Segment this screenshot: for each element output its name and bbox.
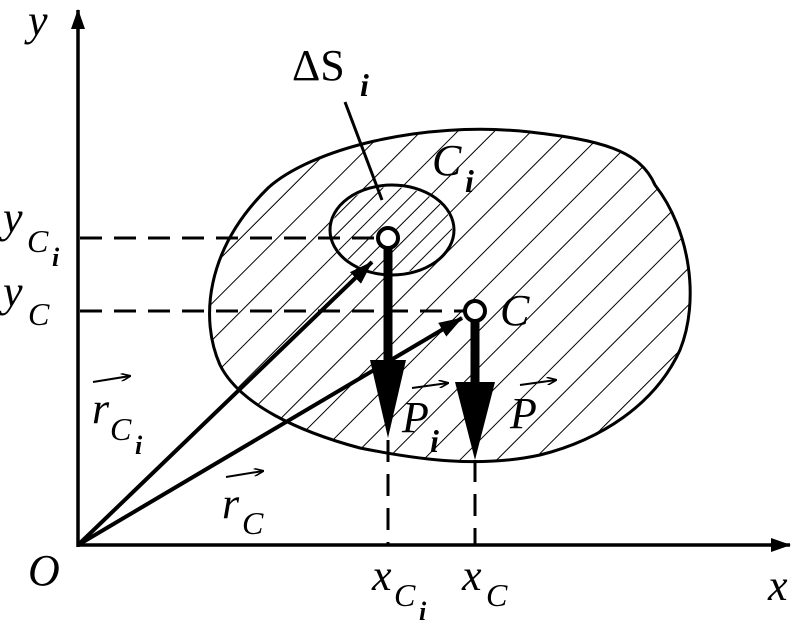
rc-label-sub: C	[242, 505, 264, 541]
p-label: P	[509, 389, 537, 438]
rci-label-sub: C	[110, 411, 132, 447]
rci-label-subsub: i	[135, 431, 143, 460]
r-ci-vector	[76, 260, 374, 547]
r-c-vector	[76, 316, 464, 547]
element-centroid-point	[376, 226, 400, 250]
xci-label: x	[371, 551, 392, 600]
pi-label: P	[401, 393, 429, 442]
xci-label-sub: C	[394, 577, 416, 613]
origin-label: O	[28, 546, 60, 595]
rci-overarrow	[92, 376, 130, 383]
centroid-point	[463, 299, 487, 323]
p-i-arrowhead	[370, 360, 406, 438]
element-label: ΔS	[292, 41, 345, 90]
projection-lines	[80, 236, 477, 545]
p-overarrow	[519, 380, 556, 386]
element-label-sub: i	[360, 67, 369, 103]
xc-label: x	[461, 551, 482, 600]
element-center-label-sub: i	[465, 163, 474, 199]
yci-label-subsub: i	[52, 243, 60, 272]
y-axis-label: y	[24, 0, 48, 45]
pi-label-sub: i	[430, 423, 439, 459]
rc-overarrow	[225, 471, 263, 478]
element-leader-line	[343, 101, 384, 201]
body-region	[208, 127, 692, 464]
rc-label: r	[222, 479, 240, 528]
rci-label: r	[92, 384, 110, 433]
yc-label-sub: C	[28, 296, 50, 332]
yci-label-sub: C	[27, 223, 49, 259]
yci-label: y	[0, 193, 23, 242]
xc-label-sub: C	[486, 577, 508, 613]
p-arrowhead	[455, 382, 495, 460]
x-axis-label: x	[767, 561, 788, 610]
xci-label-subsub: i	[419, 597, 427, 625]
yc-label: y	[0, 267, 23, 316]
center-label: C	[500, 286, 530, 335]
pi-overarrow	[411, 383, 448, 389]
element-center-label: C	[432, 136, 462, 185]
